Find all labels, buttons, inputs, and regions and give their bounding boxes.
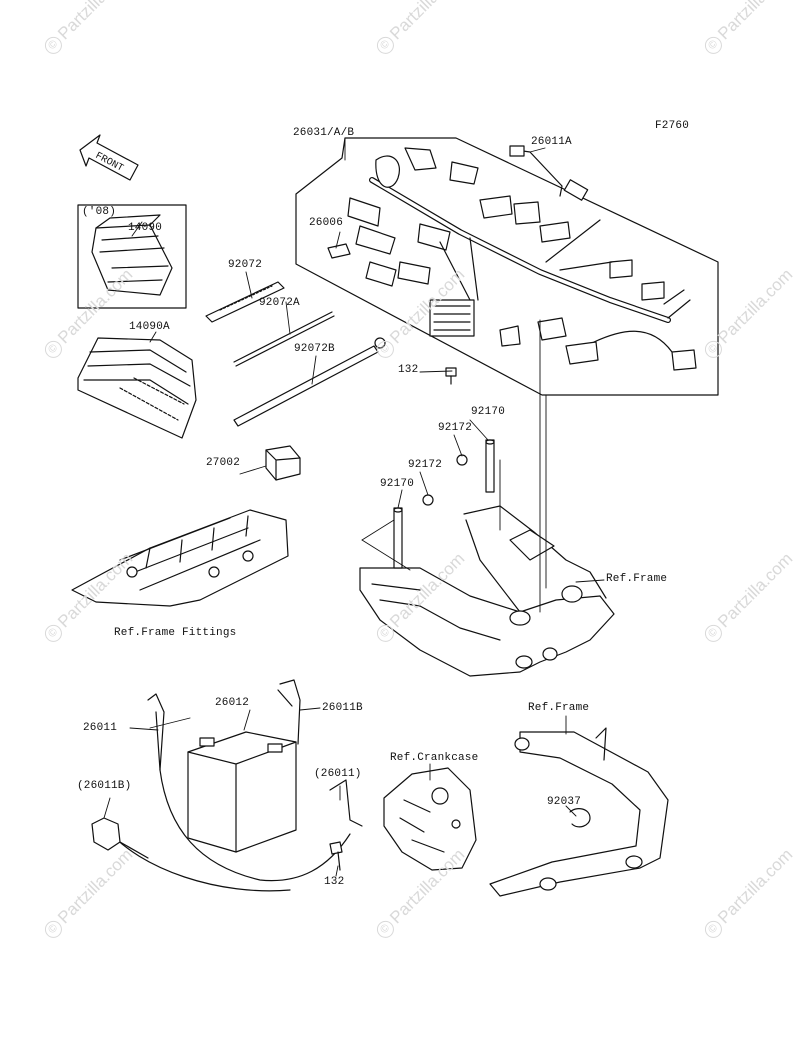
leader-lines-middle <box>239 319 605 613</box>
part-label-92172-upper: 92172 <box>438 422 473 434</box>
part-label-26012: 26012 <box>215 697 250 709</box>
part-label-26011b: 26011B <box>322 702 363 714</box>
year-note-box <box>77 204 187 309</box>
leader-lines-top <box>131 137 546 385</box>
part-label-92072b: 92072B <box>294 343 335 355</box>
battery-26012 <box>187 731 297 853</box>
part-label-harness: 26031/A/B <box>293 127 355 139</box>
lead-26011b <box>277 679 301 745</box>
part-label-92172-lower: 92172 <box>408 459 443 471</box>
part-label-92037: 92037 <box>547 796 582 808</box>
band-92072a <box>233 311 335 367</box>
part-label-26011a: 26011A <box>531 136 572 148</box>
part-label-27002: 27002 <box>206 457 241 469</box>
band-92170-left <box>393 507 403 569</box>
part-label-132-top: 132 <box>398 364 419 376</box>
cover-14090a <box>77 337 197 439</box>
figure-code: F2760 <box>655 120 690 132</box>
main-harness <box>347 147 697 371</box>
clamp-92172-lower <box>422 494 434 506</box>
ref-crankcase: Ref.Crankcase <box>390 752 479 764</box>
harness-box <box>295 137 719 396</box>
band-92072 <box>205 281 285 323</box>
part-label-26006: 26006 <box>309 217 344 229</box>
main-frame <box>359 505 615 677</box>
part-label-14090a: 14090A <box>129 321 170 333</box>
ref-frame-bottom: Ref.Frame <box>528 702 590 714</box>
clamp-92172-upper <box>456 454 468 466</box>
bottom-frame <box>489 727 669 897</box>
part-label-14090: 14090 <box>128 222 163 234</box>
part-label-92072: 92072 <box>228 259 263 271</box>
band-92170-right <box>485 439 495 493</box>
part-label-92170-left: 92170 <box>380 478 415 490</box>
part-label-26011b-paren: (26011B) <box>77 780 132 792</box>
sub-harness-26011a <box>509 145 589 201</box>
leader-lines-bottom <box>103 707 577 877</box>
clip-26006 <box>327 243 351 259</box>
lead-26011 <box>147 693 165 771</box>
ref-frame-mid: Ref.Frame <box>606 573 668 585</box>
frame-fittings <box>71 509 289 607</box>
year-note-label: ('08) <box>82 206 117 218</box>
bolt-132-bottom <box>329 841 343 871</box>
band-92072b <box>233 337 386 427</box>
ref-frame-fittings: Ref.Frame Fittings <box>114 627 237 639</box>
relay-27002 <box>265 445 301 481</box>
part-label-132-bottom: 132 <box>324 876 345 888</box>
part-label-26011: 26011 <box>83 722 118 734</box>
part-label-92072a: 92072A <box>259 297 300 309</box>
bolt-132-top <box>445 367 457 385</box>
front-arrow-icon: FRONT <box>79 134 139 181</box>
part-label-26011-paren: (26011) <box>314 768 362 780</box>
part-label-92170-right: 92170 <box>471 406 506 418</box>
